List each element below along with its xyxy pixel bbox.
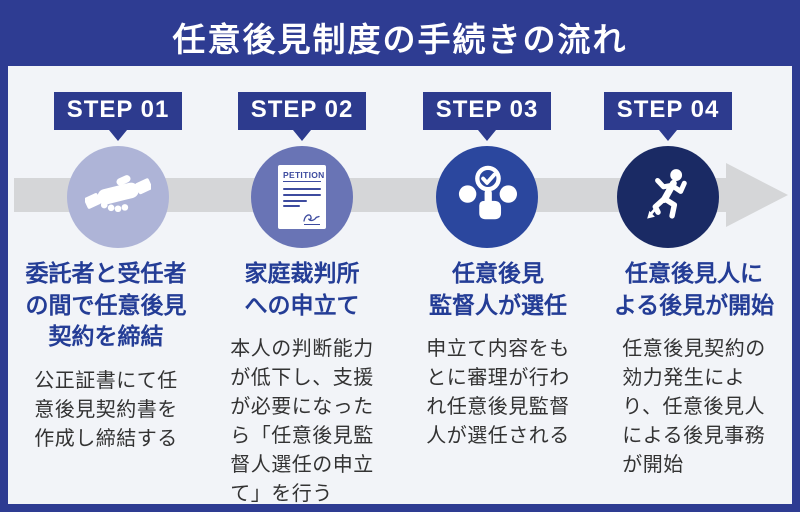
step-title: 委託者と受任者 の間で任意後見 契約を締結	[25, 260, 187, 350]
step-badge-label: STEP 03	[422, 92, 552, 130]
badge-pointer	[293, 130, 311, 141]
step3-badge: STEP 03	[422, 92, 552, 141]
step-title: 任意後見人に よる後見が開始	[613, 260, 775, 318]
badge-pointer	[478, 130, 496, 141]
document-line	[283, 200, 307, 202]
badge-pointer	[109, 130, 127, 141]
step-circle	[617, 146, 719, 248]
step-description-wrap: 任意後見契約の 効力発生によ り、任意後見人 による後見事務 が開始	[622, 335, 766, 480]
step-column-3: STEP 03	[400, 66, 596, 504]
signature-underline	[304, 223, 320, 225]
step2-icon-stack: STEP 02 PETITION	[237, 92, 367, 248]
step-column-1: STEP 01	[8, 66, 204, 504]
step-column-2: STEP 02 PETITION	[204, 66, 400, 504]
step-circle	[436, 146, 538, 248]
step-description: 申立て内容をも とに審理が行わ れ任意後見監督 人が選任される	[426, 338, 570, 448]
petition-document-icon: PETITION	[278, 165, 326, 229]
step-title: 家庭裁判所 への申立て	[244, 260, 360, 318]
step4-badge: STEP 04	[603, 92, 733, 141]
step-description-wrap: 本人の判断能力 が低下し、支援 が必要になった ら「任意後見監 督人選任の申立 …	[230, 335, 374, 504]
signature-icon	[303, 212, 321, 225]
page-title: 任意後見制度の手続きの流れ	[172, 21, 628, 58]
runner-icon	[639, 166, 697, 229]
document-line	[283, 205, 301, 207]
step-description: 公正証書にて任 意後見契約書を 作成し締結する	[34, 370, 178, 451]
step-description: 任意後見契約の 効力発生によ り、任意後見人 による後見事務 が開始	[622, 338, 766, 477]
step-circle: PETITION	[251, 146, 353, 248]
steps-row: STEP 01	[8, 66, 792, 504]
badge-pointer	[659, 130, 677, 141]
step-badge-label: STEP 02	[237, 92, 367, 130]
step1-icon-stack: STEP 01	[53, 92, 183, 248]
step-description-wrap: 申立て内容をも とに審理が行わ れ任意後見監督 人が選任される	[426, 335, 570, 451]
document-label: PETITION	[283, 170, 325, 182]
header: 任意後見制度の手続きの流れ	[8, 8, 792, 66]
step1-badge: STEP 01	[53, 92, 183, 141]
step3-icon-stack: STEP 03	[422, 92, 552, 248]
step-description: 本人の判断能力 が低下し、支援 が必要になった ら「任意後見監 督人選任の申立 …	[230, 338, 374, 504]
document-line	[283, 188, 321, 190]
supervisor-selection-icon	[456, 164, 518, 231]
step-column-4: STEP 04	[596, 66, 792, 504]
right-arrow-icon	[726, 163, 788, 227]
step4-icon-stack: STEP 04	[603, 92, 733, 248]
step-title: 任意後見 監督人が選任	[429, 260, 567, 318]
step-badge-label: STEP 04	[603, 92, 733, 130]
step2-badge: STEP 02	[237, 92, 367, 141]
document-line	[283, 194, 321, 196]
handshake-icon	[83, 172, 153, 223]
step-badge-label: STEP 01	[53, 92, 183, 130]
flow-content: STEP 01	[8, 66, 792, 504]
step-circle	[67, 146, 169, 248]
step-description-wrap: 公正証書にて任 意後見契約書を 作成し締結する	[34, 367, 178, 454]
